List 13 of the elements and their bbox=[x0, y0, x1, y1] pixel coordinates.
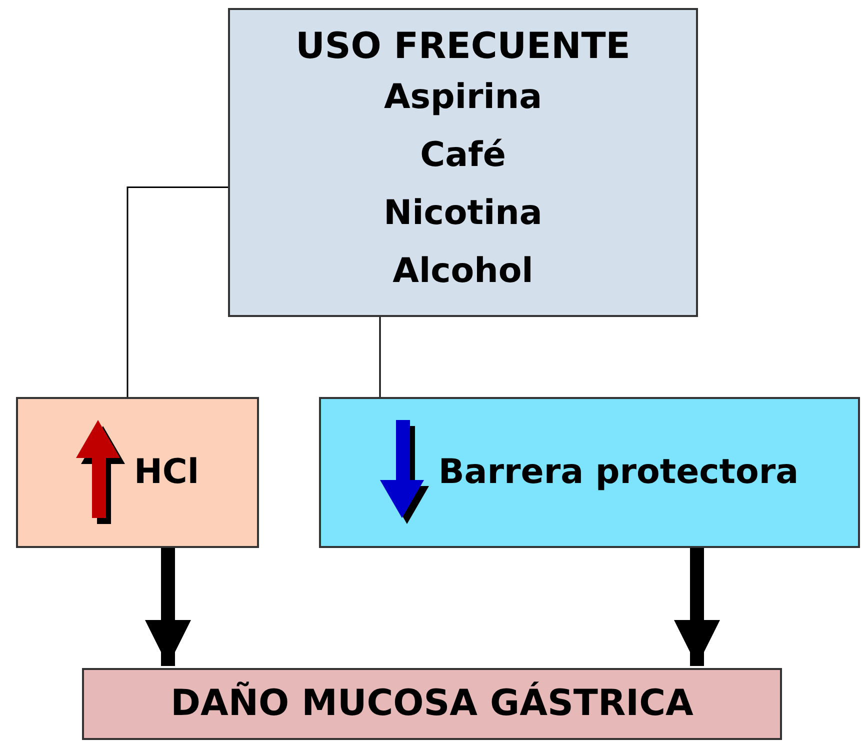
connector-line bbox=[126, 186, 228, 397]
process-box bbox=[82, 668, 782, 740]
connector-line bbox=[379, 317, 381, 397]
process-box bbox=[319, 397, 860, 548]
node-text: Barrera protectora bbox=[438, 452, 799, 493]
arrow bbox=[145, 548, 191, 666]
process-box bbox=[228, 8, 698, 317]
node-text: Aspirina Café Nicotina Alcohol bbox=[382, 76, 544, 294]
heading-text: USO FRECUENTE bbox=[296, 24, 630, 68]
node-text: HCl bbox=[134, 452, 200, 493]
node-text: DAÑO MUCOSA GÁSTRICA bbox=[170, 682, 694, 726]
process-box bbox=[16, 397, 259, 548]
arrow bbox=[674, 548, 720, 666]
